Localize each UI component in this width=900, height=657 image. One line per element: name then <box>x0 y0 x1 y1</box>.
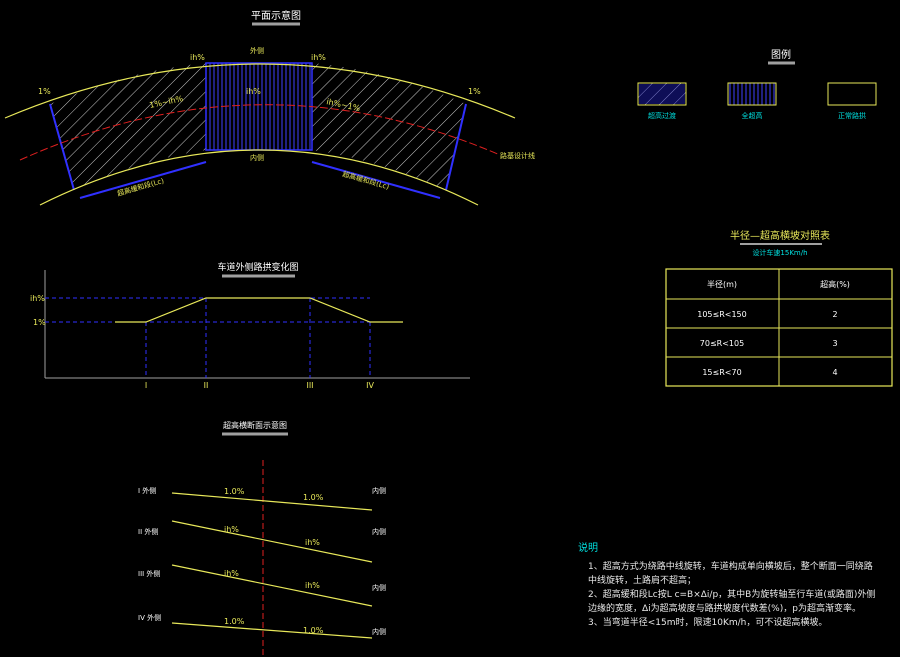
table-cell: 15≤R<70 <box>702 368 741 377</box>
label-mid-right: ih% <box>311 53 326 62</box>
section-II-end: 内侧 <box>372 527 386 536</box>
section-IV-tag: IV 外侧 <box>138 613 161 622</box>
hatch-left <box>50 63 206 190</box>
legend-swatch-full <box>727 82 777 106</box>
profile-title: 车道外侧路拱变化图 <box>217 261 298 273</box>
notes-title: 说明 <box>578 543 598 554</box>
sections-title: 超高横断面示意图 <box>223 420 287 430</box>
label-outer-right: 1% <box>468 87 481 96</box>
section-II-tag: II 外侧 <box>138 527 158 536</box>
road-centerline <box>19 104 501 161</box>
legend-swatch-transition-fill <box>639 84 685 104</box>
profile-x-label-IV: IV <box>366 381 374 390</box>
profile-x-label-I: I <box>145 381 147 390</box>
legend-label-transition: 超高过渡 <box>648 111 676 120</box>
plan-view: 平面示意图 1% 1% ih% ih% 外侧 ih% 内侧 1%~ih% ih%… <box>4 9 535 206</box>
legend-label-full: 全超高 <box>742 111 763 120</box>
table-cell: 3 <box>832 339 837 348</box>
table-header-super: 超高(%) <box>820 279 850 289</box>
section-III-tag: III 外侧 <box>138 569 160 578</box>
inner-road-edge <box>39 149 479 206</box>
note-item-3: 3、当弯道半径<15m时，限速10Km/h，可不设超高横坡。 <box>588 618 828 628</box>
profile-label-ih: ih% <box>30 294 45 303</box>
profile-label-1: 1% <box>33 318 46 327</box>
table-cell: 4 <box>832 368 837 377</box>
section-I-slope <box>171 492 373 511</box>
label-length-left: 超高缓和段(Lc) <box>116 176 165 198</box>
section-III-right: ih% <box>305 581 320 590</box>
label-length-right: 超高缓和段(Lc) <box>341 169 390 191</box>
section-I-left: 1.0% <box>224 487 245 496</box>
profile-x-label-III: III <box>306 381 313 390</box>
notes-block: 说明 1、超高方式为绕路中线旋转，车道构成单向横坡后，整个断面一同绕路中线旋转，… <box>578 542 878 630</box>
section-III-slope <box>171 564 373 607</box>
table-cell: 70≤R<105 <box>700 339 744 348</box>
boundary-line <box>445 103 467 191</box>
profile-slope-line <box>115 297 403 323</box>
dim-line-left <box>79 161 207 199</box>
legend-swatch-transition <box>637 82 687 106</box>
table-cell: 105≤R<150 <box>697 310 747 319</box>
section-IV-slope <box>171 622 373 639</box>
table-header-radius: 半径(m) <box>707 279 737 289</box>
table-subtitle: 设计车速15Km/h <box>752 248 807 257</box>
section-IV-left: 1.0% <box>224 617 245 626</box>
legend-title: 图例 <box>771 48 791 61</box>
legend-label-normal: 正常路拱 <box>838 111 866 120</box>
section-II-slope <box>171 520 373 563</box>
section-IV-end: 内侧 <box>372 627 386 636</box>
legend-swatch-normal <box>827 82 877 106</box>
outer-road-edge <box>4 63 516 119</box>
section-II-left: ih% <box>224 525 239 534</box>
profile-diagram: 车道外侧路拱变化图 ih% 1% I II III IV <box>30 261 470 390</box>
section-III-left: ih% <box>224 569 239 578</box>
hatch-right <box>312 63 466 190</box>
label-outside: 外侧 <box>250 46 264 55</box>
note-item-1: 1、超高方式为绕路中线旋转，车道构成单向横坡后，整个断面一同绕路中线旋转，土路肩… <box>588 562 873 586</box>
radius-table: 半径—超高横坡对照表 设计车速15Km/h 半径(m) 超高(%) 105≤R<… <box>665 229 893 387</box>
section-II-right: ih% <box>305 538 320 547</box>
cross-sections: 超高横断面示意图 I 外侧 1.0% 1.0% 内侧 II 外侧 ih% ih%… <box>138 420 386 657</box>
label-mid-left: ih% <box>190 53 205 62</box>
label-centerline: 路基设计线 <box>500 151 535 160</box>
label-outer-left: 1% <box>38 87 51 96</box>
label-inside: 内侧 <box>250 153 264 162</box>
section-I-end: 内侧 <box>372 486 386 495</box>
section-I-tag: I 外侧 <box>138 486 156 495</box>
section-I-right: 1.0% <box>303 493 324 502</box>
note-item-2: 2、超高缓和段Lc按L c=B×Δi/p，其中B为旋转轴至行车道(或路面)外侧边… <box>588 590 876 614</box>
legend: 图例 超高过渡 全超高 正常路拱 <box>637 48 877 120</box>
section-III-end: 内侧 <box>372 583 386 592</box>
dim-line-right <box>311 161 441 199</box>
profile-x-label-II: II <box>204 381 209 390</box>
label-center: ih% <box>246 87 261 96</box>
boundary-line <box>49 103 75 191</box>
plan-title: 平面示意图 <box>251 9 301 22</box>
table-title: 半径—超高横坡对照表 <box>730 229 830 242</box>
table-cell: 2 <box>832 310 837 319</box>
section-IV-right: 1.0% <box>303 626 324 635</box>
